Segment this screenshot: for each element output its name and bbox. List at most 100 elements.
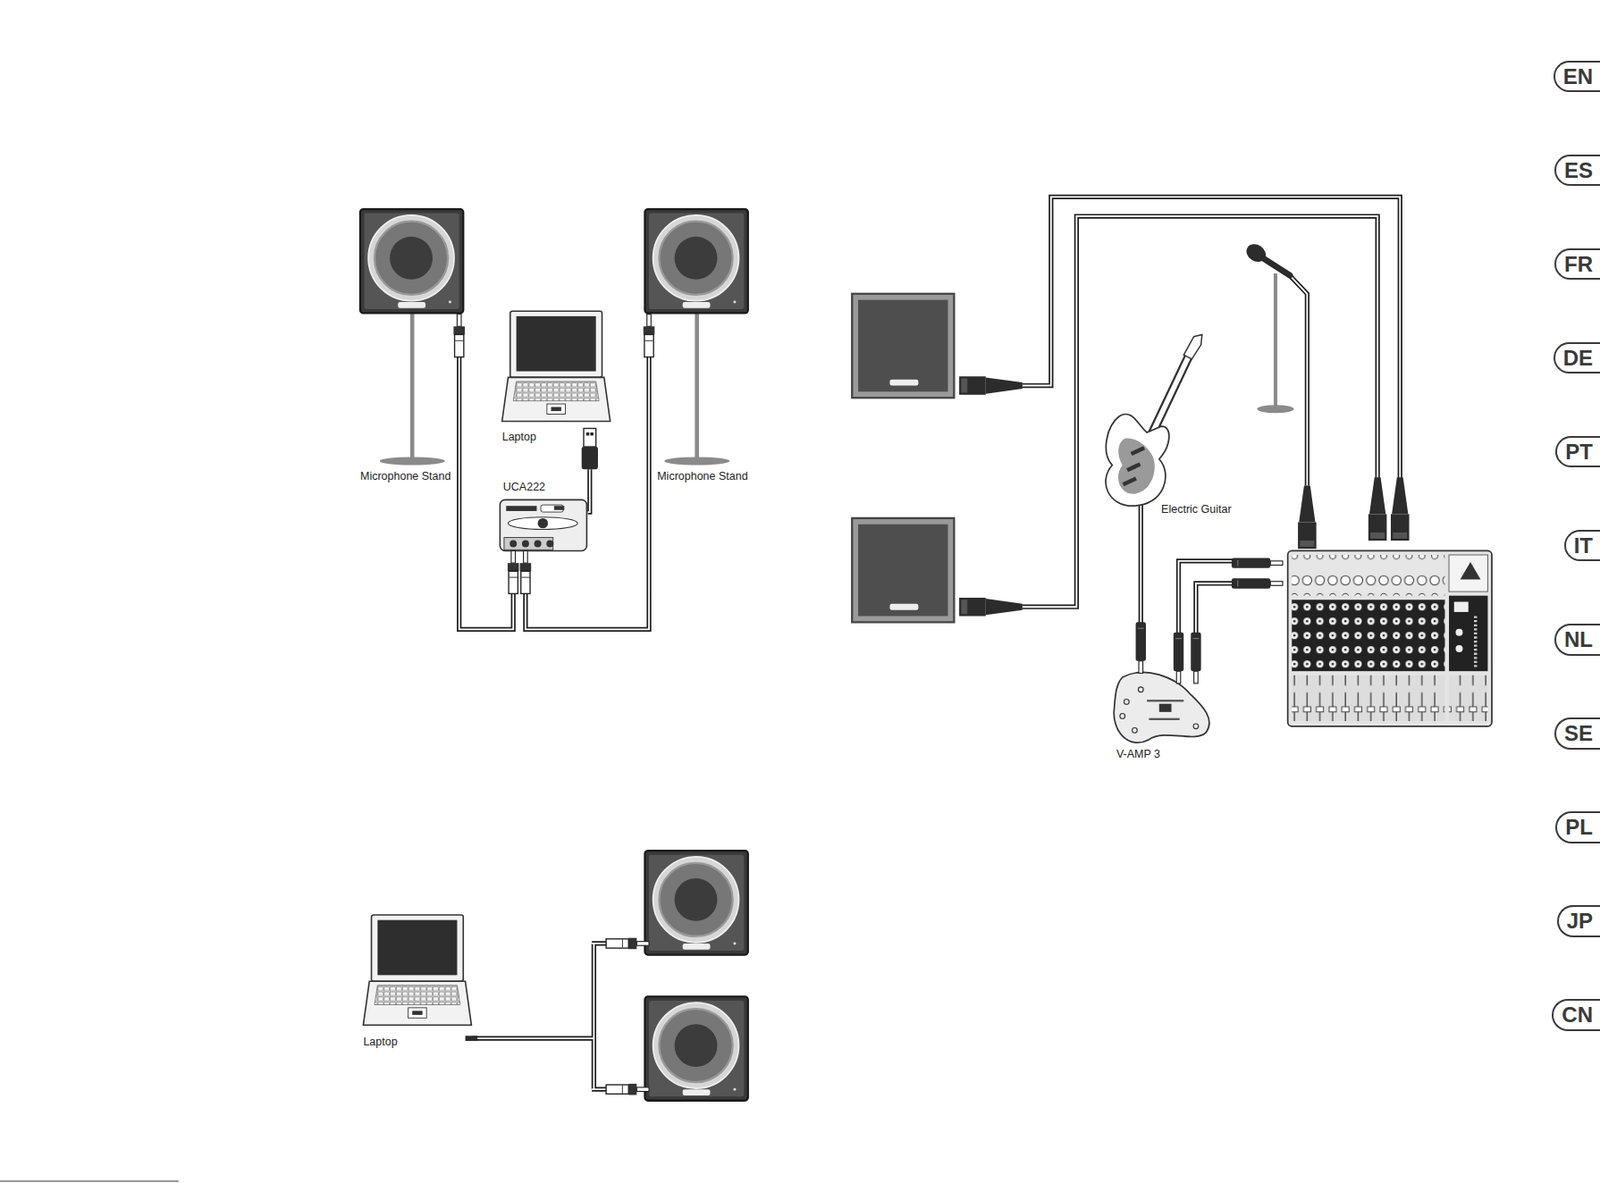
mixer bbox=[1448, 675, 1488, 722]
uca222-interface bbox=[522, 539, 530, 548]
mixer bbox=[1460, 562, 1482, 580]
device-label: Microphone Stand bbox=[656, 471, 748, 484]
cable bbox=[459, 196, 1401, 1090]
rca-plug bbox=[520, 550, 532, 594]
xlr-plug bbox=[959, 597, 1023, 617]
cable bbox=[459, 357, 514, 631]
uca222-interface bbox=[554, 505, 565, 511]
device-label: Laptop bbox=[502, 431, 537, 445]
drawing bbox=[0, 196, 1492, 1182]
microphone bbox=[1273, 273, 1278, 406]
language-code: DE bbox=[1563, 345, 1593, 371]
cable bbox=[1022, 196, 1400, 480]
mixer bbox=[1291, 675, 1445, 722]
language-tab: NL bbox=[1554, 623, 1600, 657]
cable bbox=[1195, 583, 1234, 635]
cable bbox=[471, 943, 607, 1090]
electric-guitar bbox=[1105, 413, 1170, 506]
usb-plug bbox=[586, 432, 590, 436]
jack-plug bbox=[1190, 632, 1201, 684]
mixer bbox=[1291, 599, 1445, 672]
language-code: PT bbox=[1565, 439, 1593, 465]
uca222-interface bbox=[546, 539, 554, 548]
device-label: Microphone Stand bbox=[360, 471, 451, 484]
xlr-plug bbox=[1390, 477, 1410, 541]
cable bbox=[588, 469, 590, 513]
v-amp-pedal bbox=[1148, 718, 1179, 721]
device-label: Electric Guitar bbox=[1161, 504, 1232, 517]
laptop bbox=[362, 915, 472, 1026]
cable bbox=[1178, 561, 1235, 635]
jack-plug bbox=[1136, 557, 1283, 683]
subwoofer bbox=[851, 294, 954, 398]
v-amp-pedal bbox=[1146, 699, 1184, 702]
electric-guitar bbox=[1183, 334, 1203, 359]
uca222-interface bbox=[534, 539, 542, 548]
language-tab: EN bbox=[1553, 60, 1600, 93]
language-code: CN bbox=[1561, 1002, 1593, 1028]
subwoofer bbox=[851, 294, 954, 624]
jack-plug bbox=[1231, 578, 1283, 589]
language-tab: SE bbox=[1554, 717, 1600, 750]
mixer bbox=[1448, 555, 1488, 592]
electric-guitar bbox=[1126, 462, 1141, 472]
device-label: UCA222 bbox=[503, 481, 546, 495]
microphone bbox=[1243, 240, 1270, 266]
language-code: SE bbox=[1564, 721, 1593, 747]
cable bbox=[588, 469, 590, 513]
rca-plug bbox=[606, 938, 649, 951]
language-code: EN bbox=[1563, 64, 1593, 90]
usb-plug bbox=[581, 446, 598, 470]
language-tab: PL bbox=[1555, 811, 1600, 844]
page-rule bbox=[0, 1180, 179, 1182]
xlr-plug bbox=[1368, 477, 1388, 541]
uca222-interface bbox=[499, 499, 587, 551]
laptop bbox=[502, 311, 611, 422]
jack-plug bbox=[1173, 632, 1184, 684]
cable bbox=[1022, 196, 1400, 480]
microphone bbox=[1243, 240, 1295, 413]
v-amp-pedal bbox=[1123, 699, 1129, 706]
mixer bbox=[1454, 602, 1469, 613]
cable bbox=[471, 943, 607, 1090]
cable bbox=[459, 357, 514, 631]
language-tab: ES bbox=[1554, 154, 1600, 187]
electric-guitar bbox=[1122, 476, 1137, 487]
xlr-plug bbox=[959, 376, 1023, 396]
speaker bbox=[644, 850, 748, 955]
device-label: V-AMP 3 bbox=[1116, 749, 1161, 762]
language-code: PL bbox=[1565, 815, 1593, 841]
speaker bbox=[644, 209, 748, 313]
language-code: IT bbox=[1574, 533, 1593, 559]
mixer bbox=[1455, 629, 1463, 637]
rca-plug bbox=[453, 314, 655, 1096]
mixer bbox=[1288, 550, 1492, 726]
uca222-interface bbox=[505, 505, 537, 512]
speaker bbox=[360, 209, 464, 313]
cable bbox=[1022, 216, 1378, 607]
subwoofer bbox=[851, 518, 954, 623]
usb-plug bbox=[581, 428, 598, 470]
v-amp-pedal bbox=[1193, 724, 1199, 730]
uca222-interface bbox=[508, 517, 579, 531]
language-tab: CN bbox=[1551, 999, 1600, 1032]
language-code: NL bbox=[1564, 627, 1593, 653]
language-tab: JP bbox=[1557, 905, 1600, 938]
usb-plug bbox=[583, 428, 597, 447]
language-tab: FR bbox=[1554, 248, 1600, 281]
device-label: Laptop bbox=[362, 1036, 397, 1050]
microphone-stand bbox=[664, 456, 730, 465]
cable bbox=[1022, 216, 1378, 607]
microphone-stand bbox=[379, 456, 446, 465]
microphone-stand bbox=[694, 312, 699, 459]
language-code: FR bbox=[1564, 252, 1593, 278]
electric-guitar bbox=[1130, 446, 1146, 456]
uca222-interface bbox=[538, 518, 548, 529]
language-code: ES bbox=[1564, 158, 1593, 184]
rca-plug bbox=[453, 314, 465, 358]
uca222-interface bbox=[509, 539, 517, 548]
mixer bbox=[1473, 616, 1477, 668]
rca-plug bbox=[507, 550, 520, 594]
jack-plug bbox=[1136, 622, 1146, 674]
